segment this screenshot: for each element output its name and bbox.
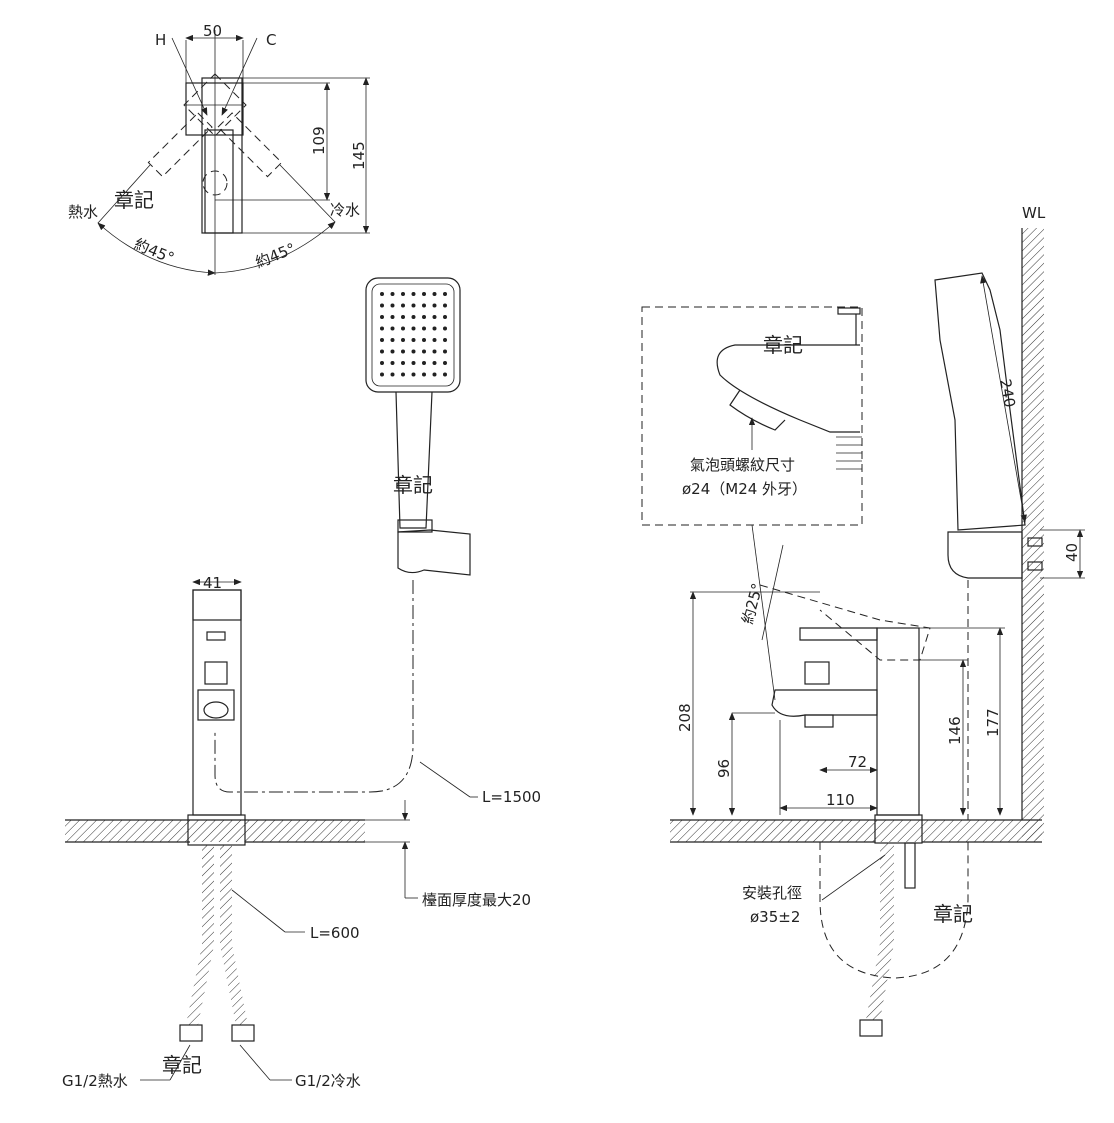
thread-lines <box>836 436 862 470</box>
shower-nozzle <box>443 292 447 296</box>
shower-nozzle <box>443 349 447 354</box>
shower-nozzle <box>390 326 395 331</box>
aerator-size: ø24（M24 外牙） <box>682 480 807 498</box>
front-view: /* placeholder removed */ <box>62 277 541 1090</box>
shower-nozzle <box>432 349 437 354</box>
shower-nozzle <box>432 372 437 377</box>
height-208: 208 <box>676 703 694 732</box>
angle-right: 約45° <box>253 239 298 271</box>
aerator-label: 氣泡頭螺紋尺寸 <box>690 456 795 474</box>
stamp-detail: 章記 <box>763 333 803 357</box>
shower-nozzle <box>432 303 437 308</box>
shower-nozzle <box>443 326 447 331</box>
shower-nozzle <box>390 315 395 319</box>
spout-110: 110 <box>826 791 855 809</box>
shower-nozzle <box>380 372 384 377</box>
shower-nozzle <box>443 372 447 377</box>
shower-nozzle <box>411 372 416 377</box>
shower-nozzle <box>443 315 447 319</box>
shower-nozzle <box>380 349 384 354</box>
depth-dim-109: 109 <box>310 126 328 155</box>
shower-nozzle <box>390 338 395 342</box>
shower-nozzle <box>422 292 426 296</box>
shower-nozzle <box>443 303 447 308</box>
shower-nozzle <box>411 315 416 319</box>
shower-nozzle <box>411 349 416 354</box>
shower-nozzle <box>401 349 405 354</box>
shower-nozzle <box>411 326 416 331</box>
hot-water-label: 熱水 <box>68 203 98 221</box>
angle-left: 約45° <box>132 235 177 267</box>
depth-dim-145: 145 <box>350 141 368 170</box>
hot-connection-label: G1/2熱水 <box>62 1072 128 1090</box>
shower-nozzle <box>390 361 395 365</box>
shower-nozzle-grid <box>380 292 447 377</box>
stamp-front: 章記 <box>162 1053 202 1077</box>
shower-nozzle <box>432 326 437 331</box>
shower-nozzle <box>432 361 437 365</box>
shower-nozzle <box>401 303 405 308</box>
body-width-41: 41 <box>203 574 222 592</box>
shower-nozzle <box>411 361 416 365</box>
shower-nozzle <box>422 315 426 319</box>
shower-nozzle <box>380 338 384 342</box>
shower-nozzle <box>422 326 426 331</box>
cold-water-label: 冷水 <box>330 201 360 219</box>
height-146: 146 <box>946 716 964 745</box>
shower-nozzle <box>390 349 395 354</box>
shower-nozzle <box>380 315 384 319</box>
shower-nozzle <box>432 315 437 319</box>
stamp-top: 章記 <box>114 188 154 212</box>
shower-nozzle <box>390 292 395 296</box>
height-96: 96 <box>715 759 733 778</box>
shower-nozzle <box>432 338 437 342</box>
supply-hose-length: L=600 <box>310 924 360 942</box>
holder-height-40: 40 <box>1063 543 1081 562</box>
shower-nozzle <box>411 338 416 342</box>
shower-nozzle <box>380 361 384 365</box>
shower-nozzle <box>422 372 426 377</box>
cold-marker: C <box>266 31 276 49</box>
shower-nozzle <box>401 372 405 377</box>
shower-nozzle <box>380 303 384 308</box>
spout-72: 72 <box>848 753 867 771</box>
shower-nozzle <box>401 361 405 365</box>
shower-nozzle <box>401 326 405 331</box>
cold-connection-label: G1/2冷水 <box>295 1072 361 1090</box>
shower-nozzle <box>411 303 416 308</box>
shower-nozzle <box>422 361 426 365</box>
shower-nozzle <box>422 338 426 342</box>
shower-nozzle <box>380 326 384 331</box>
width-dim-50: 50 <box>203 22 222 40</box>
shower-nozzle <box>411 292 416 296</box>
top-view: H 50 C 109 145 熱水 章記 冷水 約45° 約45° <box>68 22 370 276</box>
shower-nozzle <box>422 349 426 354</box>
hot-marker: H <box>155 31 166 49</box>
shower-nozzle <box>390 303 395 308</box>
shower-nozzle <box>390 372 395 377</box>
shower-nozzle <box>443 338 447 342</box>
wall-label: WL <box>1022 204 1046 222</box>
shower-nozzle <box>422 303 426 308</box>
shower-nozzle <box>401 292 405 296</box>
shower-nozzle <box>432 292 437 296</box>
shower-hose-length: L=1500 <box>482 788 541 806</box>
counter-thickness-label: 檯面厚度最大20 <box>422 891 531 909</box>
hole-size: ø35±2 <box>750 908 800 926</box>
shower-nozzle <box>380 292 384 296</box>
stamp-side: 章記 <box>933 902 973 926</box>
side-view: WL 240 40 章記 氣泡頭螺紋尺寸 ø24（M24 外牙） <box>641 204 1085 1037</box>
shower-nozzle <box>443 361 447 365</box>
handshower-length-240: 240 <box>996 378 1019 409</box>
hole-label: 安裝孔徑 <box>742 884 802 902</box>
stamp-handshower: 章記 <box>393 473 433 497</box>
shower-nozzle <box>401 338 405 342</box>
height-177: 177 <box>984 708 1002 737</box>
shower-nozzle <box>401 315 405 319</box>
